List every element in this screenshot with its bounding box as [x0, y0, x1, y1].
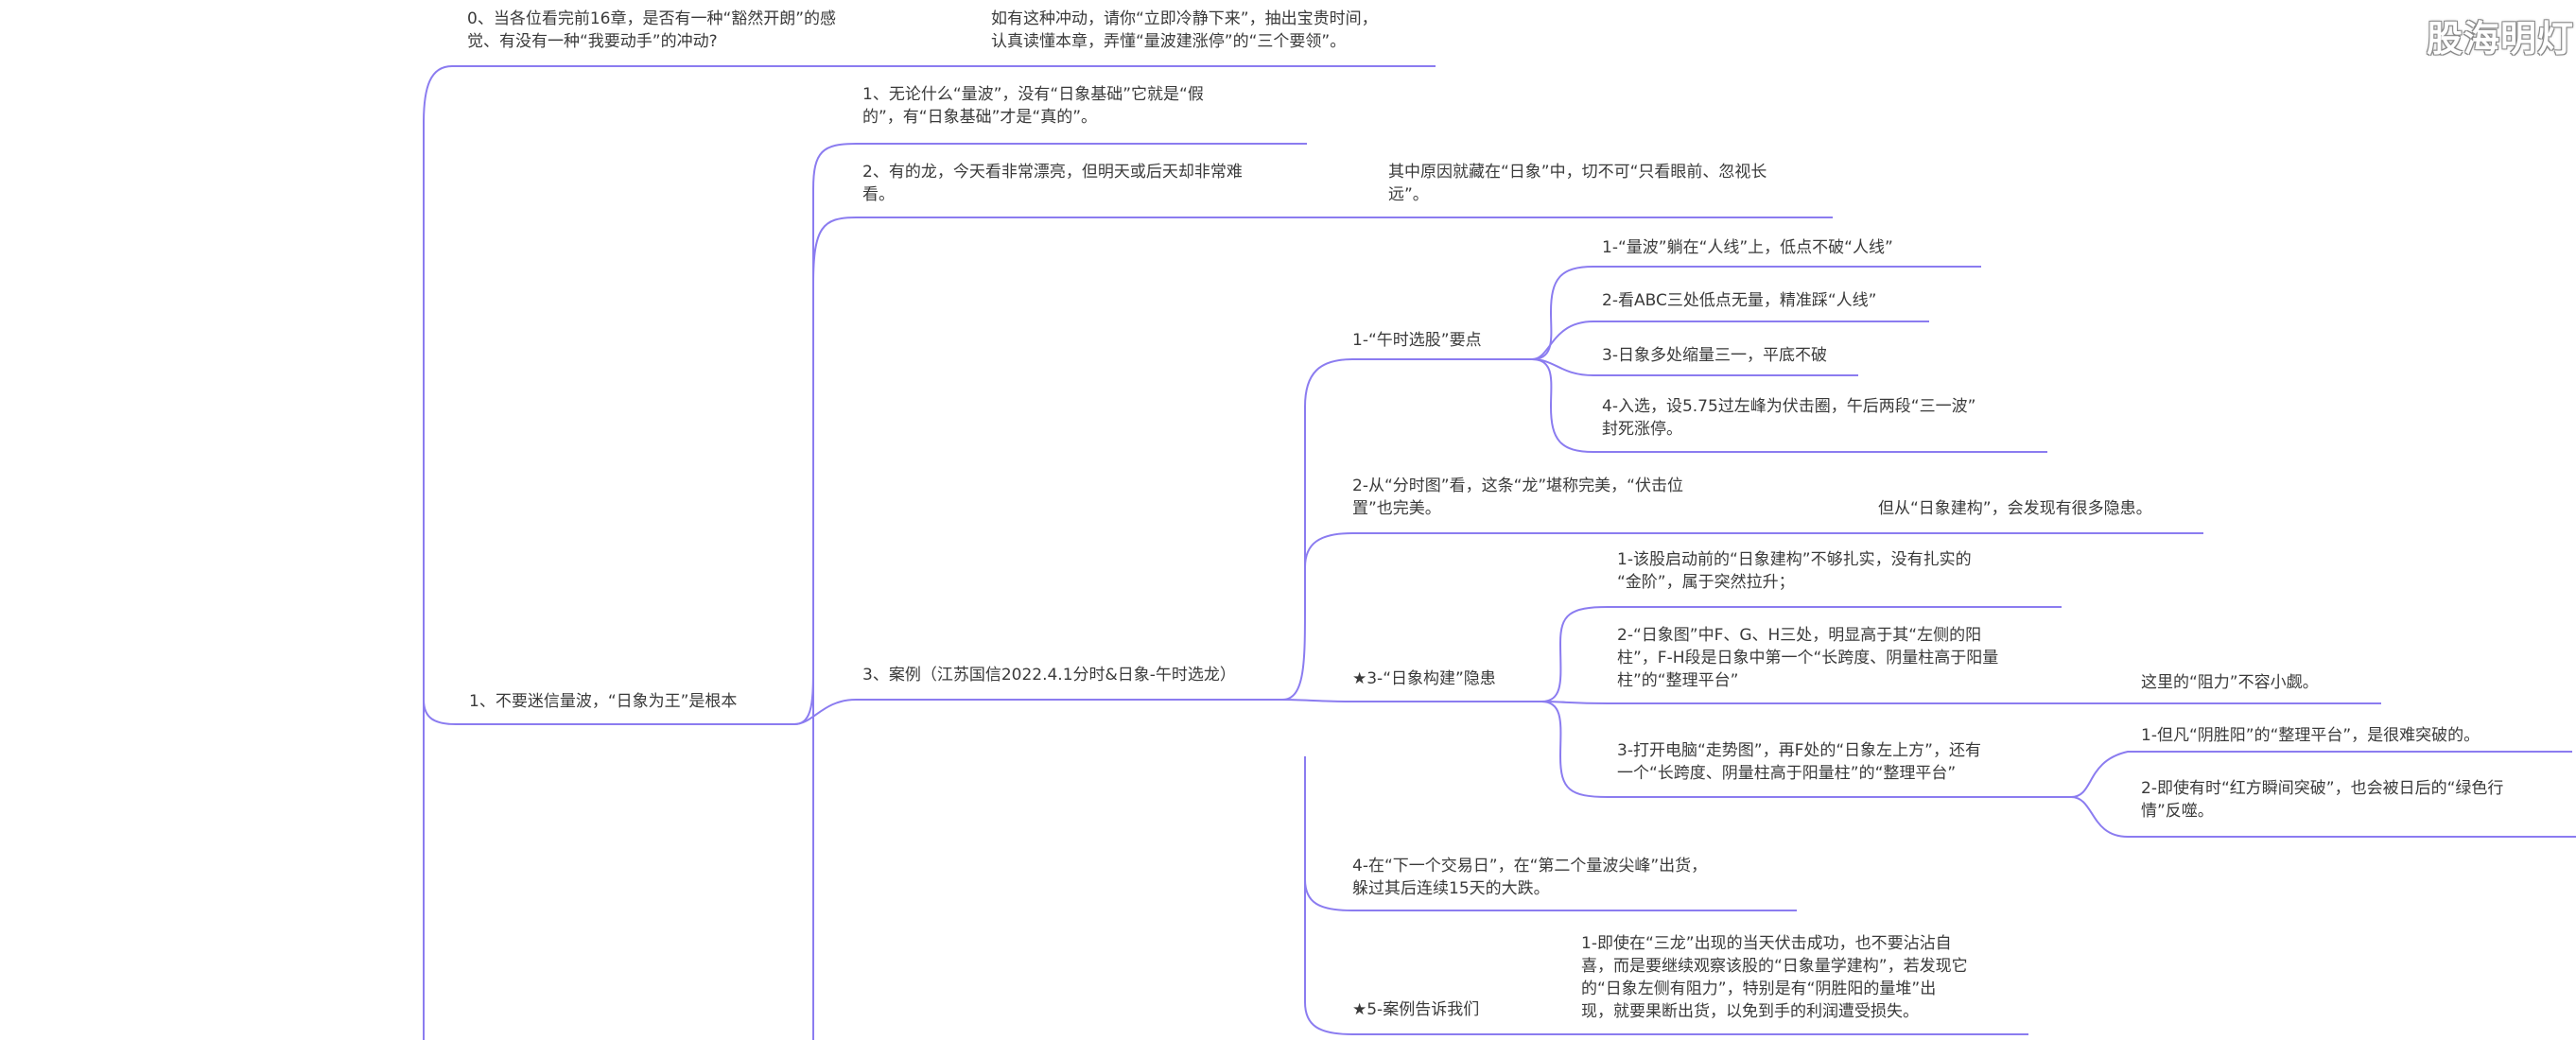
case-point-5: ★5-案例告诉我们 [1352, 1000, 1480, 1019]
case-point-3c: 3-打开电脑“走势图”，再F处的“日象左上方”，还有 一个“长跨度、阴量柱高于阳… [1617, 741, 1981, 783]
case-point-4: 4-在“下一个交易日”，在“第二个量波尖峰”出货， 躲过其后连续15天的大跌。 [1352, 857, 1708, 898]
case-point-2-note: 但从“日象建构”，会发现有很多隐患。 [1878, 499, 2152, 518]
branch-2-reason: 其中原因就藏在“日象”中，切不可“只看眼前、忽视长 远”。 [1388, 163, 1767, 204]
case-point-3c-1: 1-但凡“阴胜阳”的“整理平台”，是很难突破的。 [2141, 726, 2480, 745]
case-point-1b: 2-看ABC三处低点无量，精准踩“人线” [1602, 291, 1877, 310]
branch-1: 1、无论什么“量波”，没有“日象基础”它就是“假 的”，有“日象基础”才是“真的… [862, 85, 1204, 127]
case-point-2: 2-从“分时图”看，这条“龙”堪称完美，“伏击位 置”也完美。 [1352, 477, 1683, 518]
case-point-1a: 1-“量波”躺在“人线”上，低点不破“人线” [1602, 238, 1893, 257]
case-point-3a: 1-该股启动前的“日象建构”不够扎实，没有扎实的 “金阶”，属于突然拉升； [1617, 550, 1972, 592]
case-point-3b-note: 这里的“阻力”不容小觑。 [2141, 673, 2319, 692]
case-point-5a: 1-即使在“三龙”出现的当天伏击成功，也不要沾沾自 喜，而是要继续观察该股的“日… [1581, 934, 1968, 1021]
case-point-3: ★3-“日象构建”隐患 [1352, 669, 1496, 688]
case-point-3b: 2-“日象图”中F、G、H三处，明显高于其“左侧的阳 柱”，F-H段是日象中第一… [1617, 626, 1999, 690]
branch-2: 2、有的龙，今天看非常漂亮，但明天或后天却非常难 看。 [862, 163, 1243, 204]
watermark-logo: 股海明灯 [2427, 18, 2575, 60]
branch-3-case: 3、案例（江苏国信2022.4.1分时&日象-午时选龙） [862, 666, 1236, 685]
case-point-1c: 3-日象多处缩量三一，平底不破 [1602, 346, 1827, 365]
case-point-1: 1-“午时选股”要点 [1352, 331, 1482, 350]
intro-advice: 如有这种冲动，请你“立即冷静下来”，抽出宝贵时间， 认真读懂本章，弄懂“量波建涨… [991, 9, 1378, 51]
main-topic-1: 1、不要迷信量波，“日象为王”是根本 [469, 692, 738, 711]
case-point-1d: 4-入选，设5.75过左峰为伏击圈，午后两段“三一波” 封死涨停。 [1602, 397, 1976, 439]
case-point-3c-2: 2-即使有时“红方瞬间突破”，也会被日后的“绿色行 情”反噬。 [2141, 779, 2504, 821]
intro-question: 0、当各位看完前16章，是否有一种“豁然开朗”的感 觉、有没有一种“我要动手”的… [467, 9, 837, 51]
